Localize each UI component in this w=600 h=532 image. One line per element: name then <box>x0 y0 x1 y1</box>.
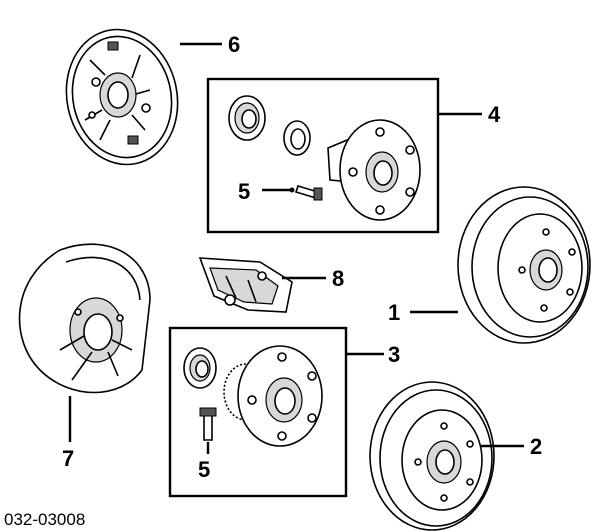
hub-assembly-frame <box>206 77 440 234</box>
brake-shoe-part <box>198 257 293 313</box>
callout-5-upper: 5 <box>238 179 250 204</box>
leader-dot-5-upper <box>289 187 295 193</box>
brake-drum-part <box>457 186 591 344</box>
rear-hub-part <box>183 345 323 447</box>
callout-4: 4 <box>488 102 501 127</box>
callout-8: 8 <box>332 266 344 291</box>
callout-7: 7 <box>62 446 74 471</box>
callout-3: 3 <box>388 342 400 367</box>
callout-1: 1 <box>388 300 400 325</box>
hub-assembly-part <box>228 95 421 221</box>
figure-code: 032-03008 <box>4 510 85 529</box>
backing-plate-part <box>65 28 179 166</box>
callout-2: 2 <box>530 434 542 459</box>
callout-5-lower: 5 <box>198 457 210 482</box>
brake-disc-part <box>369 381 495 531</box>
rear-hub-frame <box>168 326 348 498</box>
splash-shield-part <box>18 243 151 394</box>
callout-6: 6 <box>228 32 240 57</box>
